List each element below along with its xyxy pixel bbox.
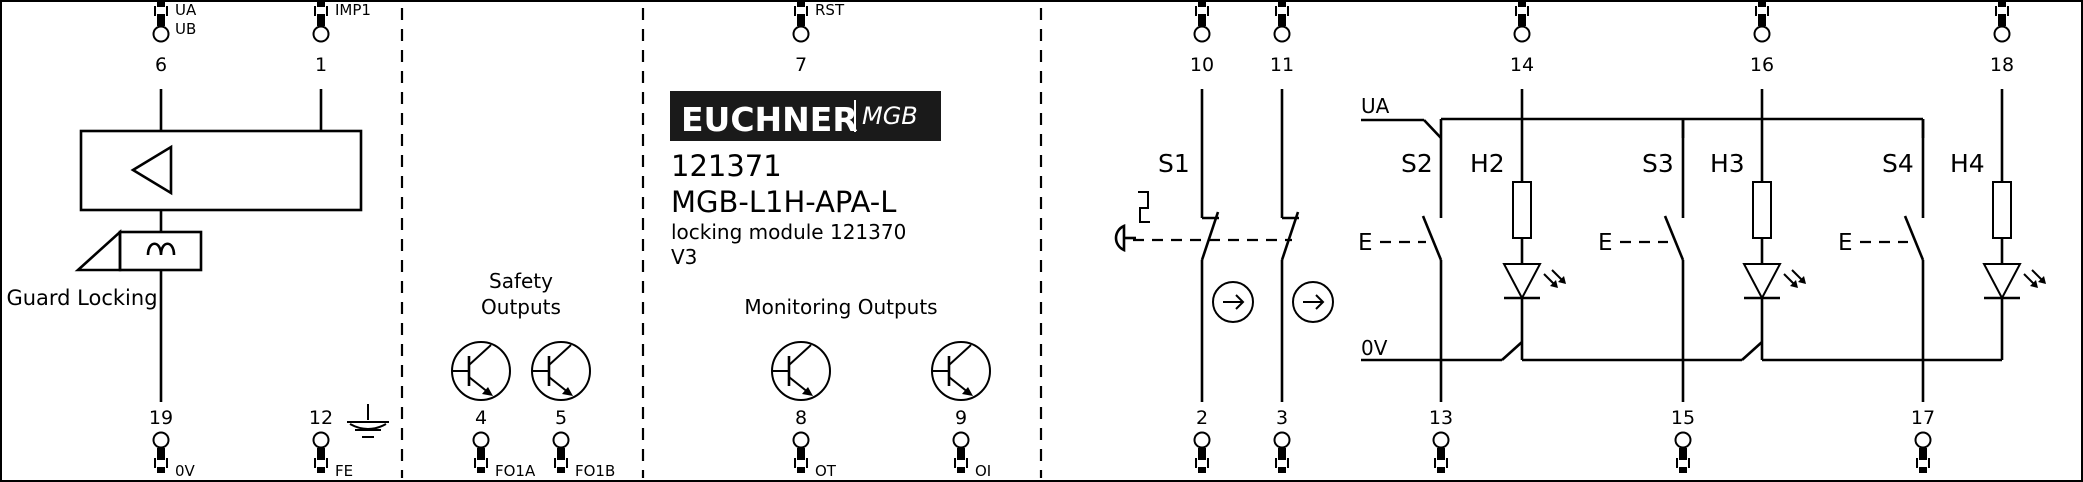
terminal-top-11: 11: [1270, 1, 1294, 76]
svg-text:8: 8: [795, 407, 807, 429]
svg-text:3: 3: [1276, 407, 1288, 429]
terminal-bottom-5: 5 FO1B: [552, 407, 615, 480]
ground-icon: [347, 404, 389, 438]
svg-text:19: 19: [149, 407, 173, 429]
svg-text:5: 5: [555, 407, 567, 429]
svg-text:15: 15: [1671, 407, 1695, 429]
switch-s3: [1620, 119, 1685, 402]
svg-text:18: 18: [1990, 54, 2014, 76]
model-name: MGB-L1H-APA-L: [671, 185, 896, 219]
transistor-icon: [450, 340, 512, 402]
svg-text:2: 2: [1196, 407, 1208, 429]
svg-text:EUCHNER: EUCHNER: [681, 100, 858, 139]
terminal-bottom-9: 9 OI: [952, 407, 991, 480]
safety-outputs-label: Safety: [489, 269, 553, 293]
led-icon: [1982, 180, 2048, 300]
terminal-bottom-17: 17: [1911, 407, 1935, 474]
transistor-icon: [930, 340, 992, 402]
svg-text:IMP1: IMP1: [335, 1, 371, 19]
terminal-top-14: 14: [1510, 1, 1534, 76]
rail-label-0v: 0V: [1361, 336, 1388, 360]
svg-text:1: 1: [315, 54, 327, 76]
svg-text:0V: 0V: [175, 462, 196, 480]
terminal-bottom-3: 3: [1273, 407, 1291, 474]
transistor-icon: [530, 340, 592, 402]
svg-text:MGB: MGB: [862, 102, 918, 130]
svg-text:10: 10: [1190, 54, 1214, 76]
svg-text:FO1A: FO1A: [495, 462, 536, 480]
svg-text:UA: UA: [175, 1, 197, 19]
terminal-top-6: UA UB 6: [152, 1, 197, 76]
svg-text:OT: OT: [815, 462, 837, 480]
svg-text:RST: RST: [815, 1, 845, 19]
mushroom-button-icon: [1114, 224, 1126, 252]
terminal-top-18: 18: [1990, 1, 2014, 76]
svg-text:UB: UB: [175, 20, 196, 38]
led-icon: [1742, 180, 1808, 300]
terminal-bottom-8: 8 OT: [792, 407, 837, 480]
svg-text:6: 6: [155, 54, 167, 76]
led-h2: [1502, 89, 1568, 360]
svg-text:17: 17: [1911, 407, 1935, 429]
svg-text:FE: FE: [335, 462, 353, 480]
svg-text:9: 9: [955, 407, 967, 429]
svg-text:16: 16: [1750, 54, 1774, 76]
guard-locking-circuit: [74, 89, 363, 402]
svg-text:11: 11: [1270, 54, 1294, 76]
switch-label-s2: S2: [1401, 149, 1433, 178]
coil-icon: [146, 242, 176, 256]
svg-text:14: 14: [1510, 54, 1534, 76]
svg-text:4: 4: [475, 407, 487, 429]
version-label: V3: [671, 245, 697, 269]
switch-s4: [1860, 119, 1925, 402]
guard-locking-label: Guard Locking: [6, 286, 157, 310]
svg-text:13: 13: [1429, 407, 1453, 429]
monitoring-outputs-label: Monitoring Outputs: [744, 295, 937, 319]
actuator-label: E: [1838, 230, 1853, 256]
amplifier-icon: [130, 144, 173, 196]
led-h3: [1742, 89, 1808, 360]
terminal-bottom-15: 15: [1671, 407, 1695, 474]
terminal-bottom-2: 2: [1193, 407, 1211, 474]
actuator-label: E: [1358, 230, 1373, 256]
terminal-bottom-13: 13: [1429, 407, 1453, 474]
terminal-bottom-12: 12 FE: [309, 407, 353, 480]
switch-label-s3: S3: [1642, 149, 1674, 178]
euchner-logo: EUCHNER MGB: [670, 91, 941, 141]
led-label-h3: H3: [1710, 149, 1745, 178]
positive-opening-icon: [1212, 281, 1254, 323]
led-label-h2: H2: [1470, 149, 1505, 178]
0v-rail: [1361, 341, 2002, 362]
switch-label-s1: S1: [1158, 149, 1190, 178]
terminal-bottom-4: 4 FO1A: [472, 407, 536, 480]
switch-s2: [1380, 119, 1443, 402]
positive-opening-icon: [1292, 281, 1334, 323]
svg-text:FO1B: FO1B: [575, 462, 615, 480]
part-number: 121371: [671, 149, 782, 183]
ua-rail: [1361, 117, 1925, 139]
transistor-icon: [770, 340, 832, 402]
switch-s1-contacts: [1114, 89, 1300, 402]
rail-label-ua: UA: [1361, 94, 1390, 118]
led-icon: [1502, 180, 1568, 300]
terminal-top-1: IMP1 1: [312, 1, 371, 76]
switch-label-s4: S4: [1882, 149, 1914, 178]
safety-outputs-label: Outputs: [481, 295, 561, 319]
terminal-bottom-19: 19 0V: [149, 407, 196, 480]
svg-text:7: 7: [795, 54, 807, 76]
module-description: locking module 121370: [671, 220, 906, 244]
control-block: [79, 129, 363, 212]
svg-text:12: 12: [309, 407, 333, 429]
actuator-label: E: [1598, 230, 1613, 256]
svg-text:OI: OI: [975, 462, 991, 480]
terminal-top-7: RST 7: [792, 1, 845, 76]
led-label-h4: H4: [1950, 149, 1985, 178]
terminal-top-16: 16: [1750, 1, 1774, 76]
led-h4: [1982, 89, 2048, 360]
terminal-top-10: 10: [1190, 1, 1214, 76]
